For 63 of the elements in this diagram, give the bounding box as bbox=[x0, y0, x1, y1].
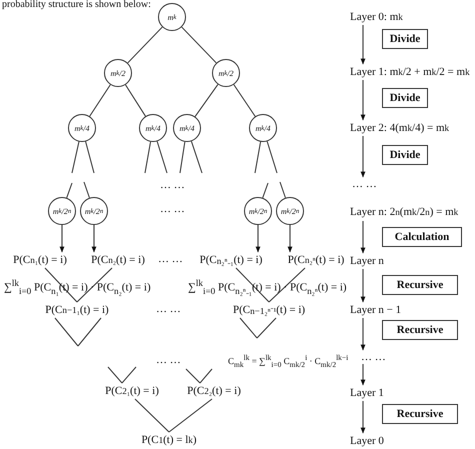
connector-line bbox=[85, 141, 94, 174]
arrow bbox=[360, 364, 366, 386]
connector-line bbox=[236, 268, 270, 302]
arrow bbox=[92, 224, 96, 253]
ellipsis-text: … … bbox=[158, 253, 183, 265]
sentence-text: probability structure is shown below: bbox=[2, 0, 151, 10]
connector-line bbox=[127, 26, 163, 64]
layer-label: Layer 1 bbox=[350, 385, 394, 401]
step-box: Calculation bbox=[382, 227, 462, 247]
arrow bbox=[360, 80, 366, 121]
arrow bbox=[256, 224, 260, 253]
ellipsis-text: … … bbox=[156, 303, 181, 315]
arrow bbox=[360, 400, 366, 434]
arrow bbox=[360, 220, 366, 254]
connector-line bbox=[156, 140, 168, 174]
connector-line bbox=[66, 182, 72, 198]
layer-label: Layer n − 1 bbox=[350, 302, 416, 318]
connector-line bbox=[254, 141, 262, 174]
arrow bbox=[360, 318, 366, 351]
arrow bbox=[60, 224, 64, 253]
connector-line bbox=[194, 84, 218, 118]
connector-line bbox=[89, 84, 111, 117]
connector-line bbox=[122, 366, 136, 384]
connector-line bbox=[168, 398, 212, 432]
connector-line bbox=[200, 368, 212, 384]
connector-line bbox=[262, 182, 268, 198]
connector-line bbox=[280, 182, 286, 198]
ellipsis-text: … … bbox=[160, 179, 185, 191]
connector-line bbox=[125, 84, 146, 117]
connector-line bbox=[44, 268, 78, 302]
connector-line bbox=[268, 268, 306, 302]
connector-line bbox=[108, 366, 122, 384]
step-box: Recursive bbox=[382, 275, 458, 295]
connector-line bbox=[76, 268, 112, 302]
connector-line bbox=[186, 368, 200, 384]
connector-line bbox=[256, 318, 276, 338]
connector-line bbox=[54, 318, 78, 346]
connector-line bbox=[266, 140, 278, 174]
arrow bbox=[360, 136, 366, 178]
arrow bbox=[360, 24, 366, 65]
connector-line bbox=[134, 398, 170, 432]
layer-label: Layer n bbox=[350, 253, 400, 269]
layer-label: Layer 0 bbox=[350, 433, 394, 449]
step-box: Recursive bbox=[382, 404, 458, 424]
step-box: Divide bbox=[382, 145, 428, 165]
layer-label: … … bbox=[361, 350, 387, 364]
connector-line bbox=[78, 318, 102, 346]
connector-line bbox=[181, 26, 217, 64]
layer-label: … … bbox=[352, 177, 378, 191]
connector-line bbox=[84, 182, 90, 198]
arrow bbox=[360, 268, 366, 303]
arrow bbox=[288, 224, 292, 253]
connector-line bbox=[180, 141, 186, 174]
connector-line bbox=[240, 318, 258, 338]
connector-line bbox=[190, 140, 202, 174]
ellipsis-text: … … bbox=[160, 203, 185, 215]
step-box: Recursive bbox=[382, 320, 458, 340]
connector-line bbox=[233, 84, 256, 117]
connector-line bbox=[144, 141, 152, 174]
connector-line bbox=[72, 141, 80, 174]
step-box: Divide bbox=[382, 29, 428, 49]
ellipsis-text: … … bbox=[156, 354, 181, 366]
step-box: Divide bbox=[382, 88, 428, 108]
